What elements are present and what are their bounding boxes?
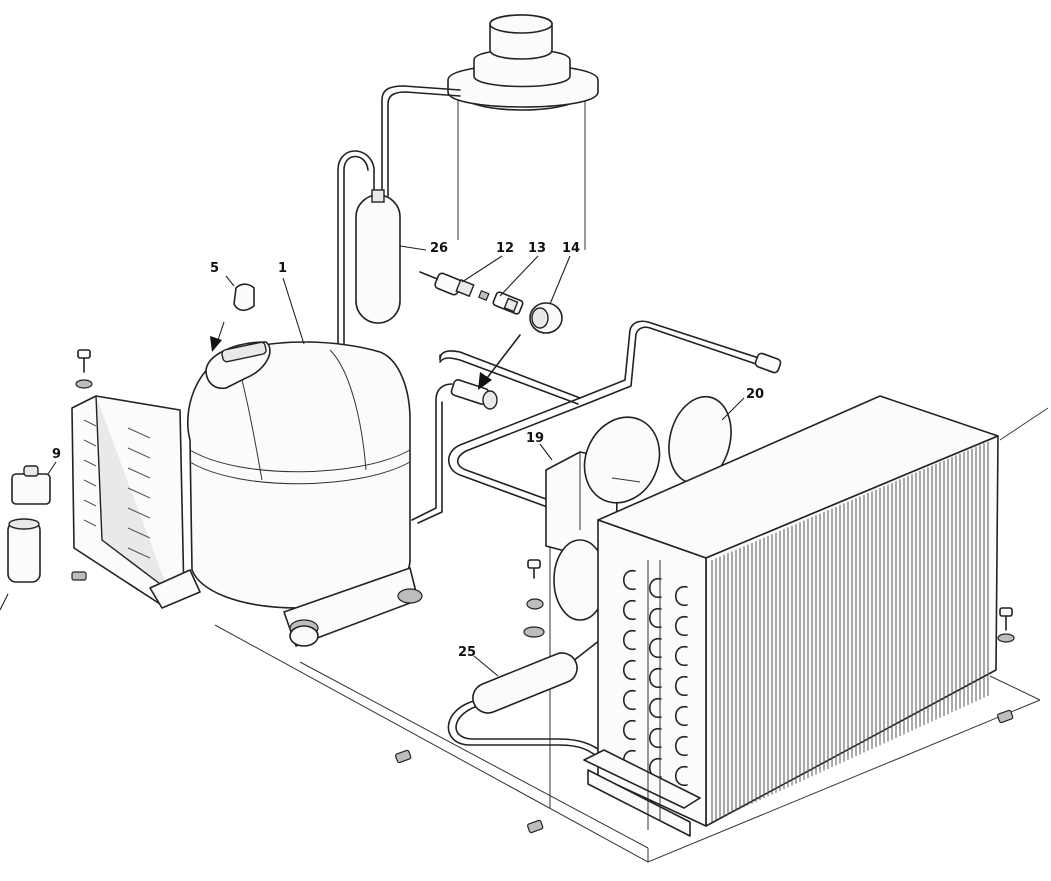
service-valve (450, 334, 521, 410)
callout-leaders (47, 245, 745, 677)
condenser-coil (583, 395, 999, 837)
clip-base-1 (395, 749, 412, 764)
callout-26: 26 (430, 241, 448, 256)
tube-bend (622, 600, 636, 620)
relay-9 (11, 465, 51, 505)
rubber-grommet-5 (210, 283, 255, 352)
callout-1: 1 (278, 261, 287, 276)
compressor-1 (186, 341, 423, 647)
clip-base-3 (997, 709, 1014, 724)
refrigerant-piping (337, 85, 766, 761)
tube-bend (674, 646, 688, 666)
callout-12: 12 (496, 241, 514, 256)
tube-bend (622, 660, 636, 680)
tube-bend (674, 736, 688, 756)
callout-14: 14 (562, 241, 580, 256)
callout-13: 13 (528, 241, 546, 256)
callout-19: 19 (526, 431, 544, 446)
terminal-box (71, 395, 201, 609)
tube-bend (674, 676, 688, 696)
tube-bend (674, 706, 688, 726)
clip-left (71, 571, 87, 581)
clip-base-2 (527, 819, 544, 834)
tube-bend (648, 578, 662, 598)
screw-right (997, 607, 1015, 643)
tube-bend (622, 690, 636, 710)
tube-bend (674, 766, 688, 786)
tube-bend (622, 720, 636, 740)
callout-20: 20 (746, 387, 764, 402)
tube-bend (622, 570, 636, 590)
callout-5: 5 (210, 261, 219, 276)
tube-bend (648, 728, 662, 748)
tube-bend (674, 616, 688, 636)
start-capacitor (0, 518, 41, 611)
accumulator-25 (472, 652, 578, 714)
tube-bend (648, 668, 662, 688)
fan-blades-20 (583, 395, 732, 504)
flare-nut (754, 352, 782, 374)
valve-fittings (419, 271, 563, 334)
condenser-fins (711, 441, 989, 822)
tube-bend (648, 698, 662, 718)
screw-left (75, 349, 93, 389)
receiver-tank (447, 14, 599, 250)
reference-line (999, 407, 1049, 441)
callout-9: 9 (52, 447, 61, 462)
filter-drier-26 (355, 189, 401, 324)
callout-25: 25 (458, 645, 476, 660)
tube-bend (674, 586, 688, 606)
tube-bend (622, 630, 636, 650)
tube-bend (648, 608, 662, 628)
tube-bend (648, 638, 662, 658)
